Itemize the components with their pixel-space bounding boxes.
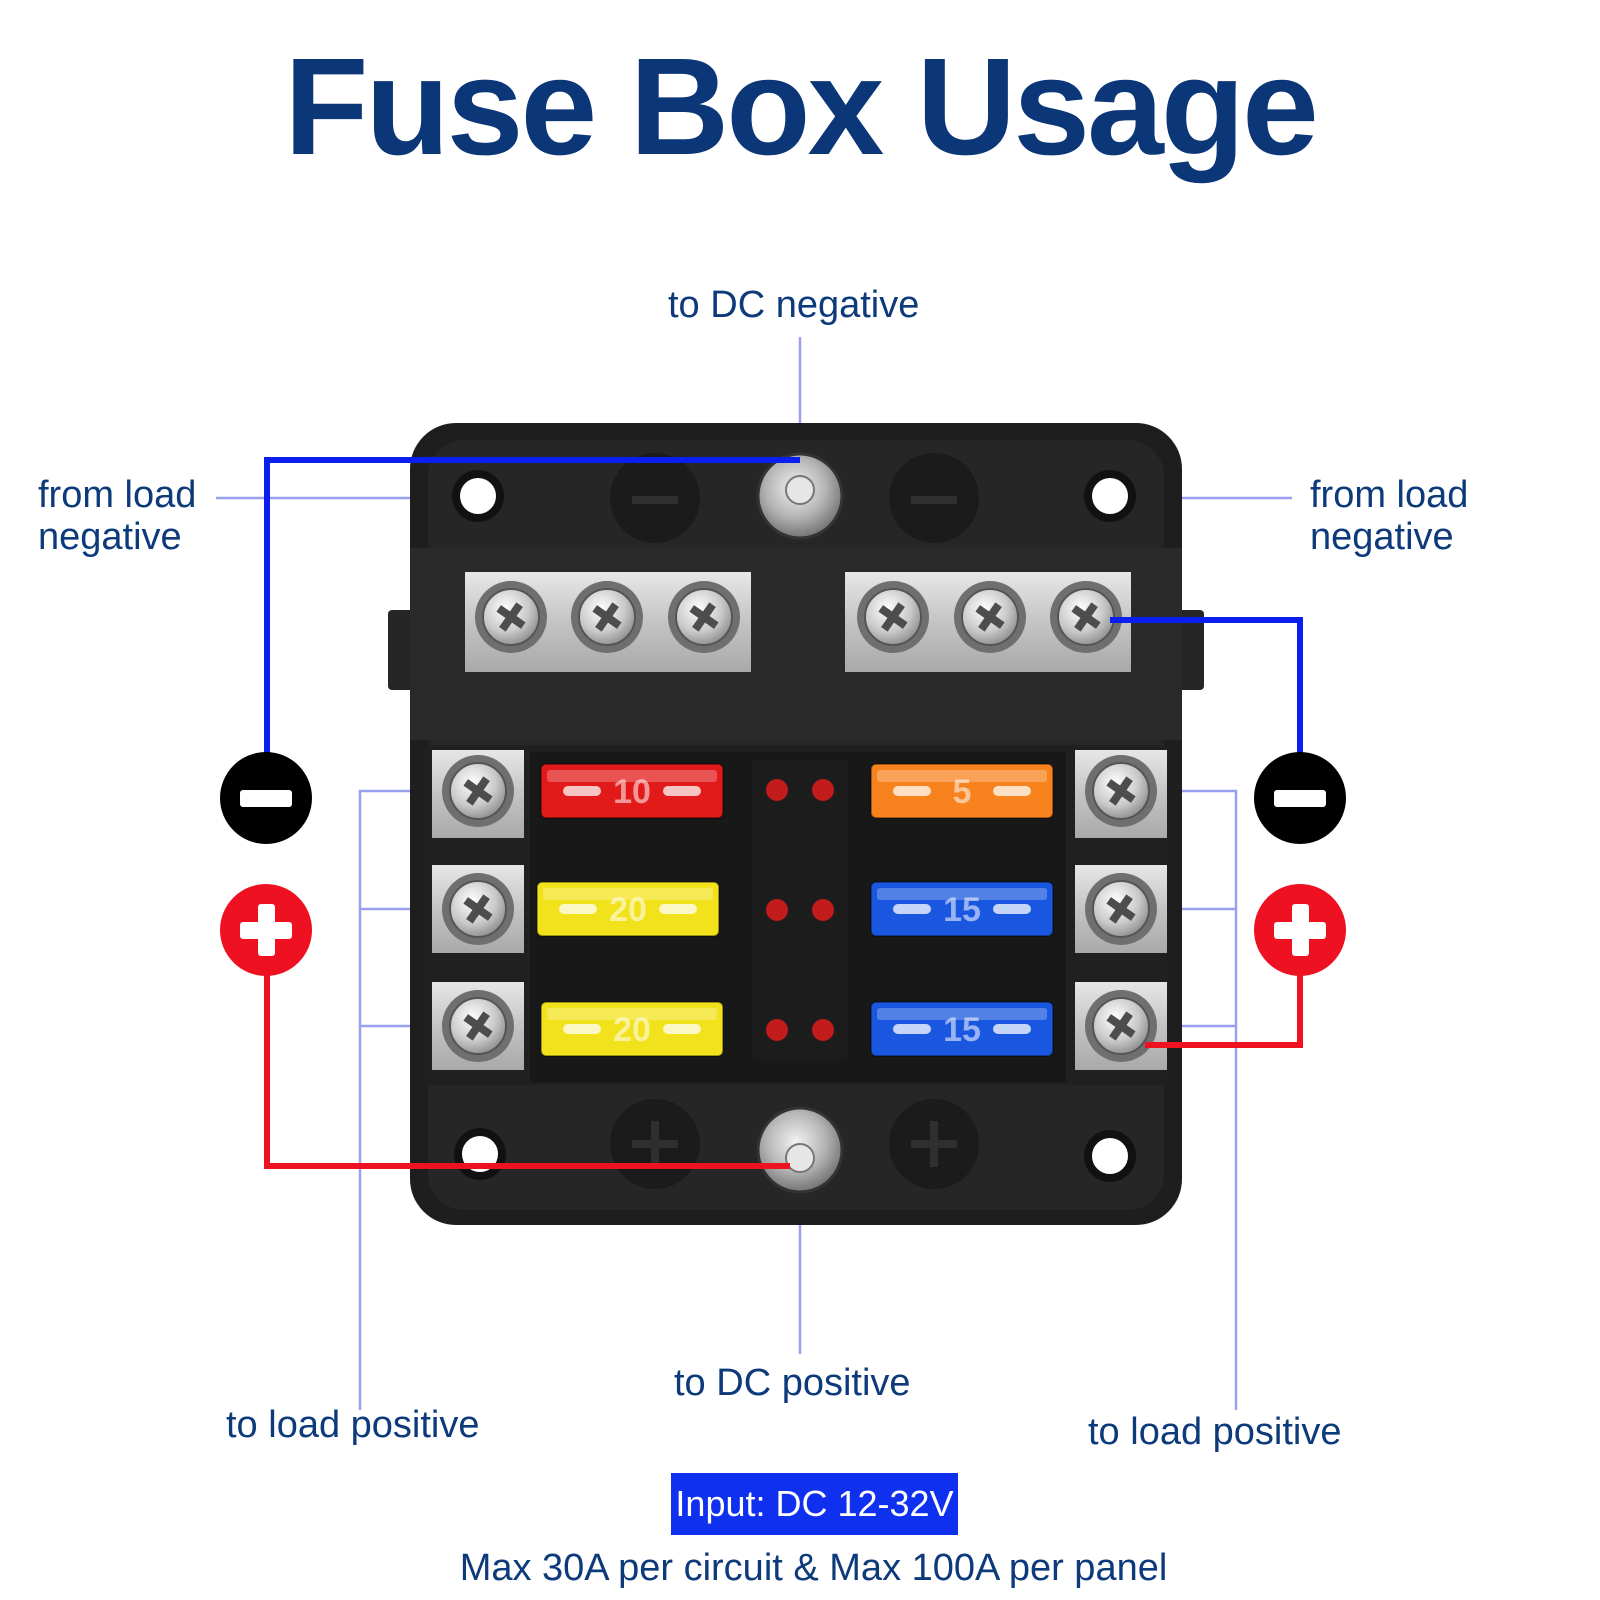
phillips-screw-icon	[1085, 873, 1157, 945]
dc-negative-stud	[756, 452, 844, 540]
input-voltage-badge: Input: DC 12-32V	[671, 1473, 958, 1535]
blade-fuse: 10	[540, 763, 724, 819]
phillips-screw-icon	[442, 873, 514, 945]
blade-fuses: 10 5 20 15 20 15	[536, 763, 1054, 1057]
plus-sign-icon	[1254, 884, 1346, 976]
minus-sign-icon	[1254, 752, 1346, 844]
phillips-screw-icon	[1085, 990, 1157, 1062]
label-to-load-positive-right: to load positive	[1088, 1411, 1342, 1453]
phillips-screw-icon	[571, 581, 643, 653]
blade-fuse: 20	[540, 1001, 724, 1057]
fuse-rating-label: 15	[943, 1011, 981, 1049]
mounting-hole-icon	[452, 470, 1136, 1182]
screws	[442, 581, 1157, 1062]
phillips-screw-icon	[1085, 755, 1157, 827]
phillips-screw-icon	[475, 581, 547, 653]
fuse-rating-label: 10	[613, 773, 651, 811]
positive-wire-left	[264, 972, 790, 1169]
label-from-load-negative-right-line2: negative	[1310, 516, 1454, 558]
negative-wire-right	[1110, 617, 1303, 757]
minus-sign-icon	[220, 752, 312, 844]
label-to-dc-positive: to DC positive	[674, 1362, 911, 1404]
label-from-load-negative-right-line1: from load	[1310, 474, 1469, 516]
plus-sign-icon	[220, 884, 312, 976]
label-to-dc-negative: to DC negative	[668, 284, 920, 326]
phillips-screw-icon	[1050, 581, 1122, 653]
phillips-screw-icon	[954, 581, 1026, 653]
fuse-rating-label: 20	[613, 1011, 651, 1049]
phillips-screw-icon	[442, 755, 514, 827]
label-from-load-negative-left-line1: from load	[38, 474, 197, 516]
dc-positive-stud	[756, 1106, 844, 1194]
page-title: Fuse Box Usage	[284, 30, 1319, 184]
label-from-load-negative-left-line2: negative	[38, 516, 182, 558]
label-to-load-positive-left: to load positive	[226, 1404, 480, 1446]
positive-wires	[264, 972, 1303, 1169]
blade-fuse: 5	[870, 763, 1054, 819]
blade-fuse: 15	[870, 881, 1054, 937]
fuse-rating-label: 5	[953, 773, 972, 811]
negative-wire-left	[264, 457, 800, 757]
positive-wire-right	[1145, 972, 1303, 1048]
phillips-screw-icon	[668, 581, 740, 653]
blade-fuse: 15	[870, 1001, 1054, 1057]
fuse-rating-label: 15	[943, 891, 981, 929]
blade-fuse: 20	[536, 881, 720, 937]
fuse-rating-label: 20	[609, 891, 647, 929]
phillips-screw-icon	[857, 581, 929, 653]
phillips-screw-icon	[442, 990, 514, 1062]
max-current-note: Max 30A per circuit & Max 100A per panel	[459, 1547, 1168, 1589]
indicator-leds	[766, 779, 834, 1041]
negative-wires	[264, 457, 1303, 757]
